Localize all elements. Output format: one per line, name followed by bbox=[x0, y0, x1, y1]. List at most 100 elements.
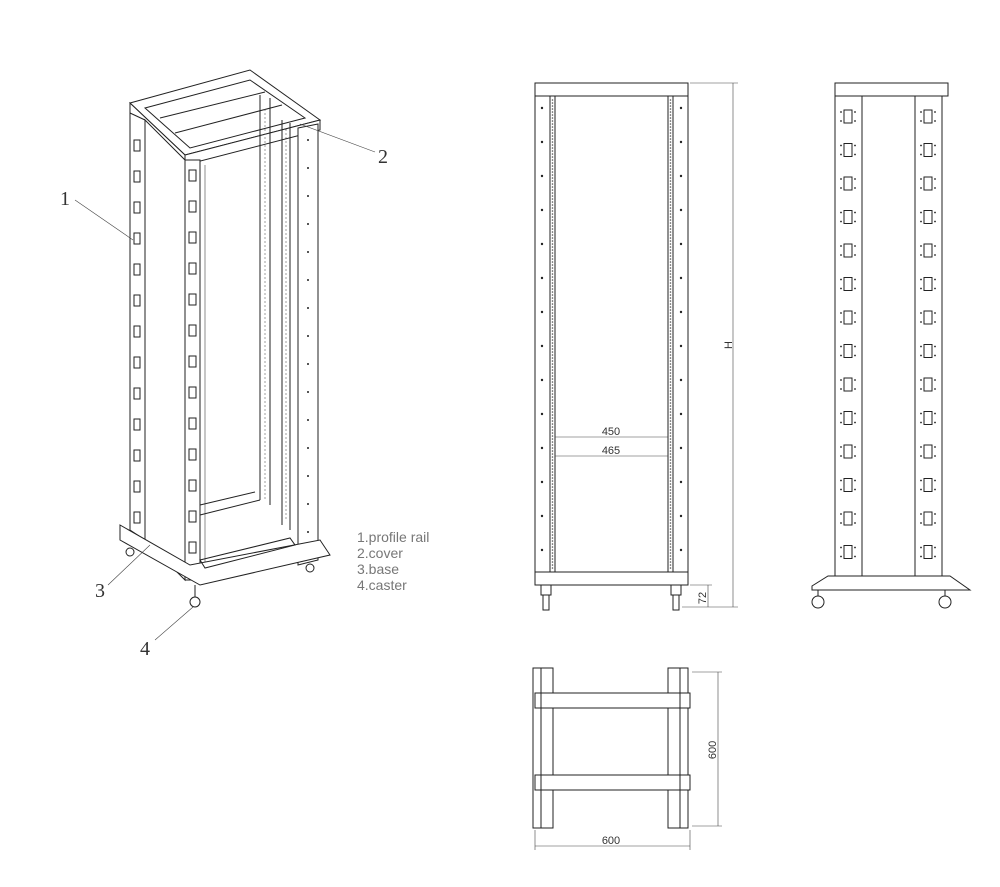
hole bbox=[285, 317, 287, 319]
hole bbox=[551, 135, 554, 137]
hole bbox=[551, 222, 554, 224]
hole bbox=[551, 231, 554, 233]
hole bbox=[551, 213, 554, 215]
hole bbox=[669, 150, 672, 152]
hole bbox=[669, 117, 672, 119]
callout-1: 1 bbox=[60, 188, 70, 210]
hole bbox=[285, 421, 287, 423]
hole bbox=[285, 405, 287, 407]
hole bbox=[188, 448, 197, 461]
legend-item: 2.cover bbox=[357, 545, 403, 561]
hole bbox=[540, 514, 544, 518]
hole bbox=[679, 378, 683, 382]
hole bbox=[854, 446, 856, 448]
callouts: 1 2 3 4 bbox=[60, 123, 388, 660]
hole bbox=[285, 493, 287, 495]
hole bbox=[934, 144, 936, 147]
hole bbox=[264, 409, 266, 411]
hole bbox=[669, 195, 672, 197]
hole bbox=[669, 549, 672, 551]
hole bbox=[285, 513, 287, 515]
hole bbox=[920, 479, 922, 482]
hole bbox=[188, 355, 197, 368]
hole bbox=[264, 477, 266, 479]
hole bbox=[551, 348, 554, 350]
hole bbox=[551, 456, 554, 458]
callout-2: 2 bbox=[378, 146, 388, 168]
hole bbox=[934, 446, 936, 448]
hole bbox=[264, 433, 266, 435]
hole bbox=[669, 369, 672, 371]
hole bbox=[285, 477, 287, 479]
hole bbox=[854, 546, 856, 549]
hole bbox=[264, 381, 266, 383]
hole bbox=[551, 264, 554, 266]
hole bbox=[551, 486, 554, 488]
hole bbox=[285, 297, 287, 299]
hole bbox=[551, 534, 554, 536]
hole bbox=[669, 558, 672, 560]
hole bbox=[920, 312, 922, 314]
hole bbox=[264, 489, 266, 491]
hole bbox=[264, 241, 266, 243]
hole bbox=[551, 228, 554, 230]
hole bbox=[285, 197, 287, 199]
hole bbox=[854, 245, 856, 247]
hole bbox=[920, 354, 922, 357]
hole bbox=[669, 129, 672, 131]
hole bbox=[285, 157, 287, 159]
hole bbox=[923, 444, 933, 459]
hole bbox=[551, 252, 554, 254]
hole bbox=[920, 144, 922, 147]
hole bbox=[133, 418, 141, 431]
hole bbox=[285, 141, 287, 143]
hole bbox=[840, 245, 842, 247]
callout-4: 4 bbox=[140, 638, 150, 660]
hole bbox=[285, 321, 287, 323]
hole bbox=[854, 455, 856, 457]
hole bbox=[669, 495, 672, 497]
hole bbox=[551, 459, 554, 461]
hole bbox=[264, 149, 266, 151]
hole bbox=[285, 453, 287, 455]
hole bbox=[285, 293, 287, 295]
hole bbox=[840, 321, 842, 323]
hole bbox=[264, 481, 266, 483]
hole bbox=[669, 411, 672, 413]
hole bbox=[551, 372, 554, 374]
hole bbox=[285, 349, 287, 351]
hole bbox=[551, 531, 554, 533]
hole bbox=[264, 421, 266, 423]
hole bbox=[669, 189, 672, 191]
hole bbox=[551, 315, 554, 317]
hole bbox=[840, 287, 842, 290]
hole bbox=[854, 345, 856, 348]
hole bbox=[669, 534, 672, 536]
hole bbox=[669, 144, 672, 146]
hole bbox=[285, 369, 287, 371]
hole bbox=[679, 242, 683, 246]
hole bbox=[843, 444, 853, 459]
hole bbox=[669, 108, 672, 110]
hole bbox=[551, 150, 554, 152]
hole bbox=[669, 294, 672, 296]
hole bbox=[264, 113, 266, 115]
hole bbox=[264, 393, 266, 395]
hole bbox=[264, 273, 266, 275]
hole bbox=[854, 211, 856, 214]
hole bbox=[920, 412, 922, 415]
hole bbox=[669, 192, 672, 194]
hole bbox=[840, 379, 842, 381]
hole bbox=[551, 312, 554, 314]
hole bbox=[551, 330, 554, 332]
hole bbox=[669, 273, 672, 275]
hole bbox=[307, 475, 309, 477]
hole bbox=[264, 397, 266, 399]
hole bbox=[551, 258, 554, 260]
hole bbox=[551, 162, 554, 164]
hole bbox=[669, 348, 672, 350]
hole bbox=[285, 437, 287, 439]
hole bbox=[923, 344, 933, 358]
hole bbox=[285, 361, 287, 363]
hole bbox=[934, 488, 936, 491]
